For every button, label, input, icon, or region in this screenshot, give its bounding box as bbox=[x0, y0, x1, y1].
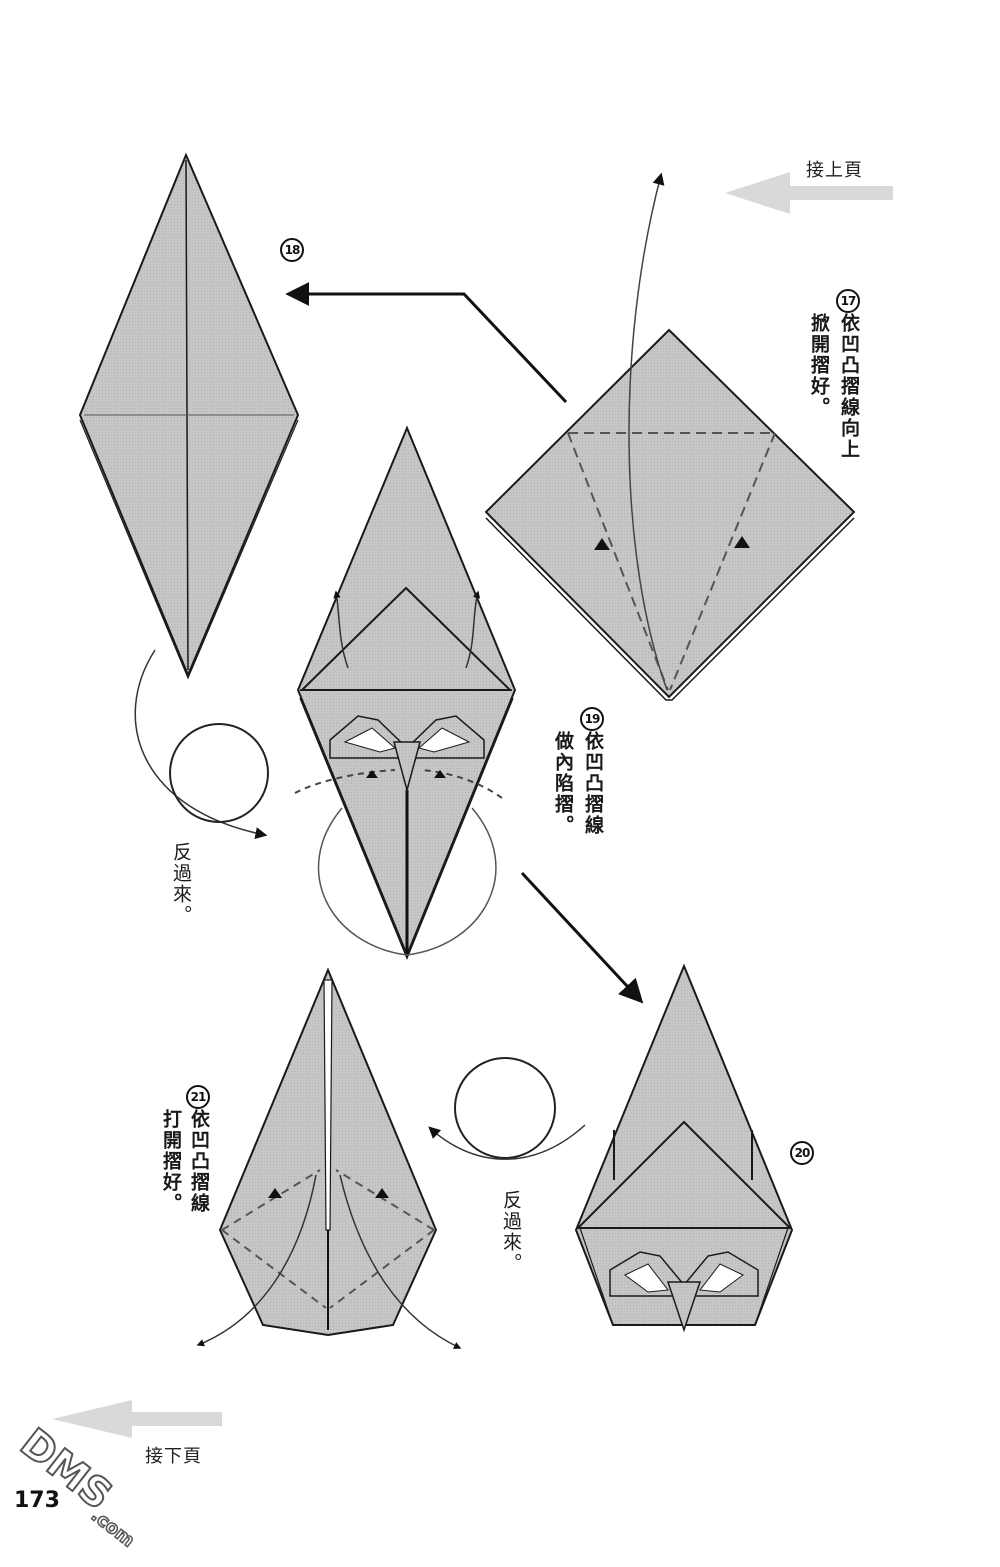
step-19-number: 19 bbox=[580, 707, 604, 731]
step-20-number: 20 bbox=[790, 1141, 814, 1165]
continue-from-prev-label: 接上頁 bbox=[806, 160, 863, 181]
continue-to-next-label: 接下頁 bbox=[145, 1446, 202, 1467]
step-21-diagram bbox=[196, 967, 462, 1349]
step-19-diagram bbox=[294, 425, 517, 960]
step-18-diagram bbox=[78, 152, 300, 839]
page-number: 173 bbox=[14, 1488, 60, 1513]
step-17-instruction-line2: 掀開摺好。 bbox=[808, 313, 830, 418]
flip-note-right: 反過來。 bbox=[500, 1190, 522, 1274]
step-17-instruction-line1: 依凹凸摺線向上 bbox=[838, 313, 860, 460]
step-19-instruction-line1: 依凹凸摺線 bbox=[582, 731, 604, 836]
step-18-number: 18 bbox=[280, 238, 304, 262]
step-19-instruction-line2: 做內陷摺。 bbox=[552, 731, 574, 836]
arrow-17-to-18 bbox=[285, 282, 568, 404]
continue-arrow-bottom bbox=[52, 1400, 222, 1438]
step-20-diagram bbox=[428, 963, 794, 1333]
step-17-number: 17 bbox=[836, 289, 860, 313]
continue-arrow-top bbox=[725, 172, 893, 214]
step-21-instruction-line1: 依凹凸摺線 bbox=[188, 1109, 210, 1214]
step-21-instruction-line2: 打開摺好。 bbox=[160, 1109, 182, 1214]
step-21-number: 21 bbox=[186, 1085, 210, 1109]
step-17-diagram bbox=[484, 172, 856, 701]
flip-note-left: 反過來。 bbox=[170, 842, 192, 926]
arrow-19-to-20 bbox=[520, 871, 644, 1004]
